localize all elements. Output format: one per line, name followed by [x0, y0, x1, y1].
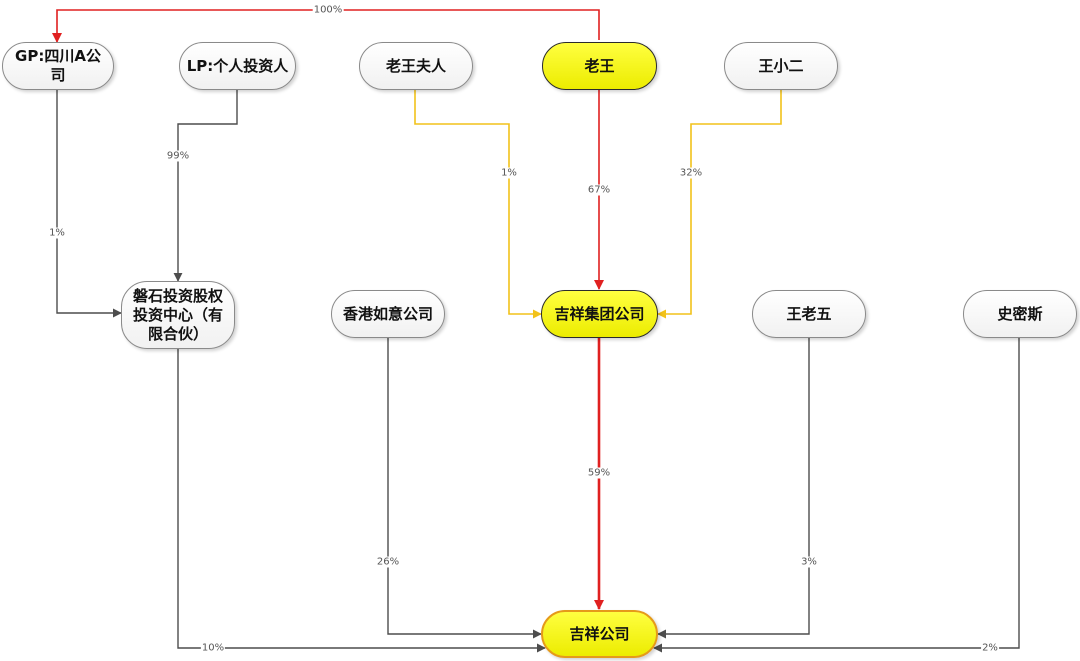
node-wang-xiaoer[interactable]: 王小二	[724, 42, 838, 90]
node-gp[interactable]: GP:四川A公司	[2, 42, 114, 90]
node-jixiang[interactable]: 吉祥公司	[541, 610, 658, 658]
edge-label-xiaoer-group: 32%	[678, 167, 704, 179]
edge-label-laowang-gp: 100%	[312, 4, 344, 16]
node-laowang[interactable]: 老王	[542, 42, 657, 90]
edge-label-gp-panshi: 1%	[48, 227, 66, 239]
edge-label-hongkong-jixiang: 26%	[375, 556, 401, 568]
node-jixiang-group[interactable]: 吉祥集团公司	[541, 290, 658, 338]
node-panshi[interactable]: 磐石投资股权投资中心（有限合伙）	[121, 281, 235, 349]
edge-shimisi-jixiang	[653, 338, 1020, 653]
edge-label-panshi-jixiang: 10%	[200, 642, 226, 654]
edge-hongkong-jixiang	[387, 338, 542, 639]
node-wang-laowu[interactable]: 王老五	[752, 290, 866, 338]
edge-label-shimisi-jixiang: 2%	[981, 642, 999, 654]
edge-gp-panshi	[56, 90, 122, 318]
edge-xiaoer-group	[657, 90, 782, 319]
edge-label-laowang-group: 67%	[586, 184, 612, 196]
node-lp[interactable]: LP:个人投资人	[179, 42, 296, 90]
edge-label-furen-group: 1%	[500, 167, 518, 179]
edge-panshi-jixiang	[177, 348, 546, 653]
edge-laowu-jixiang	[657, 338, 810, 639]
node-laowang-furen[interactable]: 老王夫人	[359, 42, 473, 90]
edge-lp-panshi	[173, 90, 238, 282]
edge-label-lp-panshi: 99%	[165, 150, 191, 162]
edge-label-group-jixiang: 59%	[586, 467, 612, 479]
edge-label-laowu-jixiang: 3%	[800, 556, 818, 568]
edge-furen-group	[414, 90, 542, 319]
node-shimisi[interactable]: 史密斯	[963, 290, 1077, 338]
node-hongkong[interactable]: 香港如意公司	[331, 290, 445, 338]
